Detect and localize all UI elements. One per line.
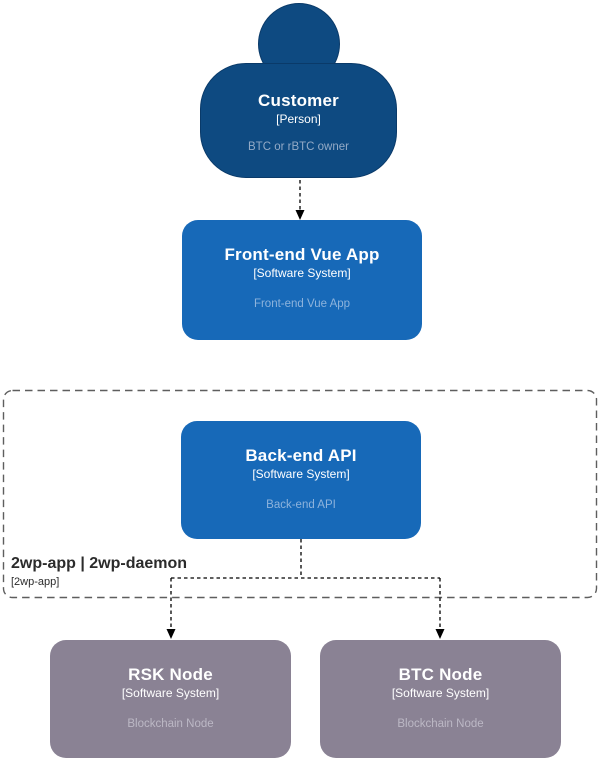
rsk-type-label: [Software System] — [121, 686, 220, 700]
btc-title: BTC Node — [398, 665, 483, 684]
btc-type-label: [Software System] — [391, 686, 490, 700]
frontend-type-label: [Software System] — [253, 266, 351, 280]
customer-to-frontend-arrow — [295, 180, 305, 220]
backend-to-btc-arrow — [435, 578, 445, 639]
backend-type-label: [Software System] — [252, 467, 350, 481]
customer-title: Customer — [258, 91, 339, 110]
rsk-description: Blockchain Node — [127, 718, 214, 730]
boundary-title: 2wp-app | 2wp-daemon — [11, 555, 188, 572]
customer-description: BTC or rBTC owner — [248, 141, 349, 153]
btc-node: BTC Node [Software System] Blockchain No… — [320, 640, 561, 758]
customer-node: Customer [Person] BTC or rBTC owner — [200, 63, 397, 178]
customer-type-label: [Person] — [276, 112, 321, 126]
backend-to-nodes-connector — [171, 539, 440, 579]
frontend-description: Front-end Vue App — [253, 298, 351, 310]
backend-title: Back-end API — [245, 446, 357, 465]
frontend-vue-app-node: Front-end Vue App [Software System] Fron… — [182, 220, 422, 340]
backend-description: Back-end API — [266, 499, 336, 511]
rsk-title: RSK Node — [128, 665, 213, 684]
btc-description: Blockchain Node — [397, 718, 484, 730]
frontend-title: Front-end Vue App — [224, 245, 380, 264]
boundary-label: 2wp-app | 2wp-daemon [2wp-app] — [11, 554, 187, 589]
rsk-node: RSK Node [Software System] Blockchain No… — [50, 640, 291, 758]
backend-api-node: Back-end API [Software System] Back-end … — [181, 421, 421, 539]
boundary-type-label: [2wp-app] — [11, 576, 60, 588]
